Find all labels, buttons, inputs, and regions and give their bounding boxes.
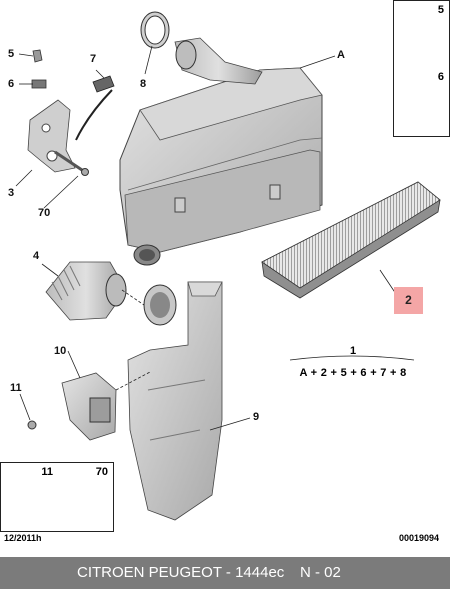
clip-part-7 <box>92 75 115 93</box>
intake-hose <box>45 261 127 321</box>
clip-part-5 <box>32 49 43 63</box>
hose-clamp-ring <box>140 11 170 49</box>
callout-11: 11 <box>10 382 22 394</box>
footer-page: N - 02 <box>300 564 341 581</box>
callout-5: 5 <box>8 48 15 60</box>
inset-box-bottom-left-second: 70 <box>57 462 114 532</box>
callout-9: 9 <box>253 411 260 423</box>
inset-box-top-right: 5 <box>393 0 450 70</box>
callout-2: 2 <box>405 293 412 307</box>
footer-bar: CITROEN PEUGEOT - 1444ec N - 02 <box>0 557 450 589</box>
mounting-bracket <box>27 99 89 176</box>
push-rivet-11 <box>27 420 37 430</box>
callout-7: 7 <box>90 53 97 65</box>
air-filter-housing <box>119 37 323 266</box>
inset-label: 5 <box>437 4 444 16</box>
callout-3: 3 <box>8 187 15 199</box>
inset-box-top-right-lower: 6 <box>393 68 450 137</box>
reference-code: 00019094 <box>399 533 440 543</box>
callout-4: 4 <box>33 250 40 262</box>
callout-a: A <box>337 49 345 61</box>
connector-part <box>61 372 117 441</box>
highlighted-callout-2: 2 <box>394 287 423 314</box>
clip-part-6 <box>31 79 47 89</box>
inset-label: 6 <box>437 71 444 83</box>
inset-label: 11 <box>41 466 53 478</box>
footer-brand-code: CITROEN PEUGEOT - 1444ec <box>77 564 285 581</box>
assembly-formula: 1 A + 2 + 5 + 6 + 7 + 8 <box>288 345 418 379</box>
assembly-number: 1 <box>349 345 357 357</box>
date-code: 12/2011h <box>4 533 42 543</box>
inset-label: 70 <box>95 466 108 478</box>
assembly-expression: A + 2 + 5 + 6 + 7 + 8 <box>299 367 407 379</box>
callout-10: 10 <box>54 345 67 357</box>
callout-70: 70 <box>38 207 51 219</box>
intake-duct <box>127 281 223 521</box>
inset-box-bottom-left: 11 <box>0 462 59 532</box>
filter-element <box>261 181 441 299</box>
callout-8: 8 <box>140 78 147 90</box>
parts-diagram <box>15 9 441 521</box>
leader-lines <box>15 45 415 431</box>
callout-6: 6 <box>8 78 15 90</box>
